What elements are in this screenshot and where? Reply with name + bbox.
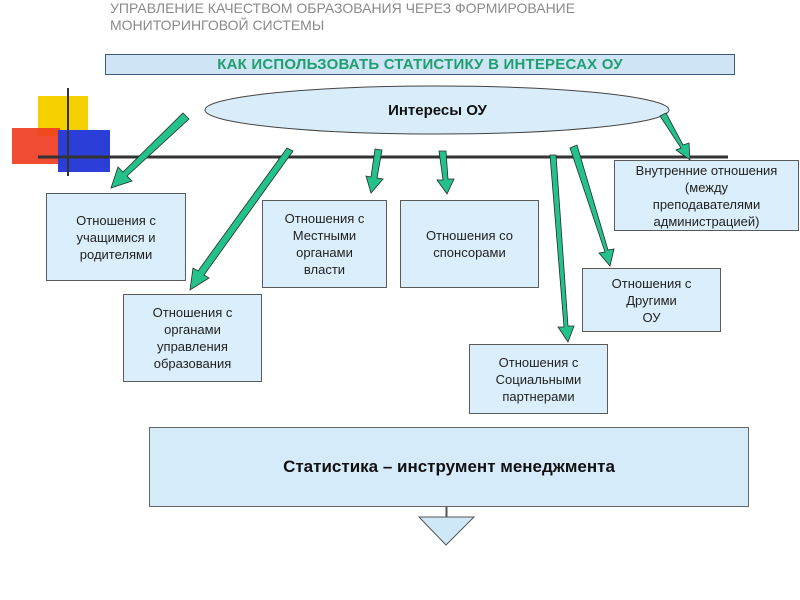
arrow-to-internal (659, 112, 691, 161)
box-students-parents-text: Отношения с учащимися и родителями (76, 212, 156, 262)
interests-ellipse (204, 85, 670, 135)
arrow-to-sponsors (436, 150, 455, 195)
box-social-partners-text: Отношения с Социальными партнерами (495, 354, 582, 404)
box-other-schools: Отношения с Другими ОУ (582, 268, 721, 332)
center-node-label: Интересы ОУ (388, 101, 487, 119)
box-sponsors-text: Отношения со спонсорами (425, 228, 514, 260)
box-sponsors: Отношения со спонсорами (400, 200, 539, 288)
header-title: УПРАВЛЕНИЕ КАЧЕСТВОМ ОБРАЗОВАНИЯ ЧЕРЕЗ Ф… (110, 0, 670, 34)
arrow-to-education-authorities (189, 147, 294, 291)
box-internal-relations-text: Внутренние отношения (между преподавател… (635, 162, 778, 229)
statistics-box-text: Статистика – инструмент менеджмента (283, 457, 615, 476)
arrow-to-other-schools (569, 144, 615, 267)
header-title-line2: МОНИТОРИНГОВОЙ СИСТЕМЫ (110, 17, 325, 33)
box-local-authorities-text: Отношения с Местными органами власти (284, 211, 365, 277)
down-arrow-icon (417, 504, 476, 546)
box-education-authorities-text: Отношения с органами управления образова… (152, 305, 233, 371)
arrow-to-social-partners (549, 154, 575, 343)
box-education-authorities: Отношения с органами управления образова… (123, 294, 262, 382)
box-students-parents: Отношения с учащимися и родителями (46, 193, 186, 281)
decor-blue-square (58, 130, 110, 172)
subtitle-banner: КАК ИСПОЛЬЗОВАТЬ СТАТИСТИКУ В ИНТЕРЕСАХ … (105, 54, 735, 75)
header-title-line1: УПРАВЛЕНИЕ КАЧЕСТВОМ ОБРАЗОВАНИЯ ЧЕРЕЗ Ф… (110, 0, 576, 16)
arrow-to-local-authorities (365, 148, 384, 194)
arrow-to-students-parents (110, 112, 190, 189)
statistics-box: Статистика – инструмент менеджмента (149, 427, 749, 507)
box-other-schools-text: Отношения с Другими ОУ (611, 275, 692, 325)
box-social-partners: Отношения с Социальными партнерами (469, 344, 608, 414)
box-internal-relations: Внутренние отношения (между преподавател… (614, 160, 799, 231)
box-local-authorities: Отношения с Местными органами власти (262, 200, 387, 288)
